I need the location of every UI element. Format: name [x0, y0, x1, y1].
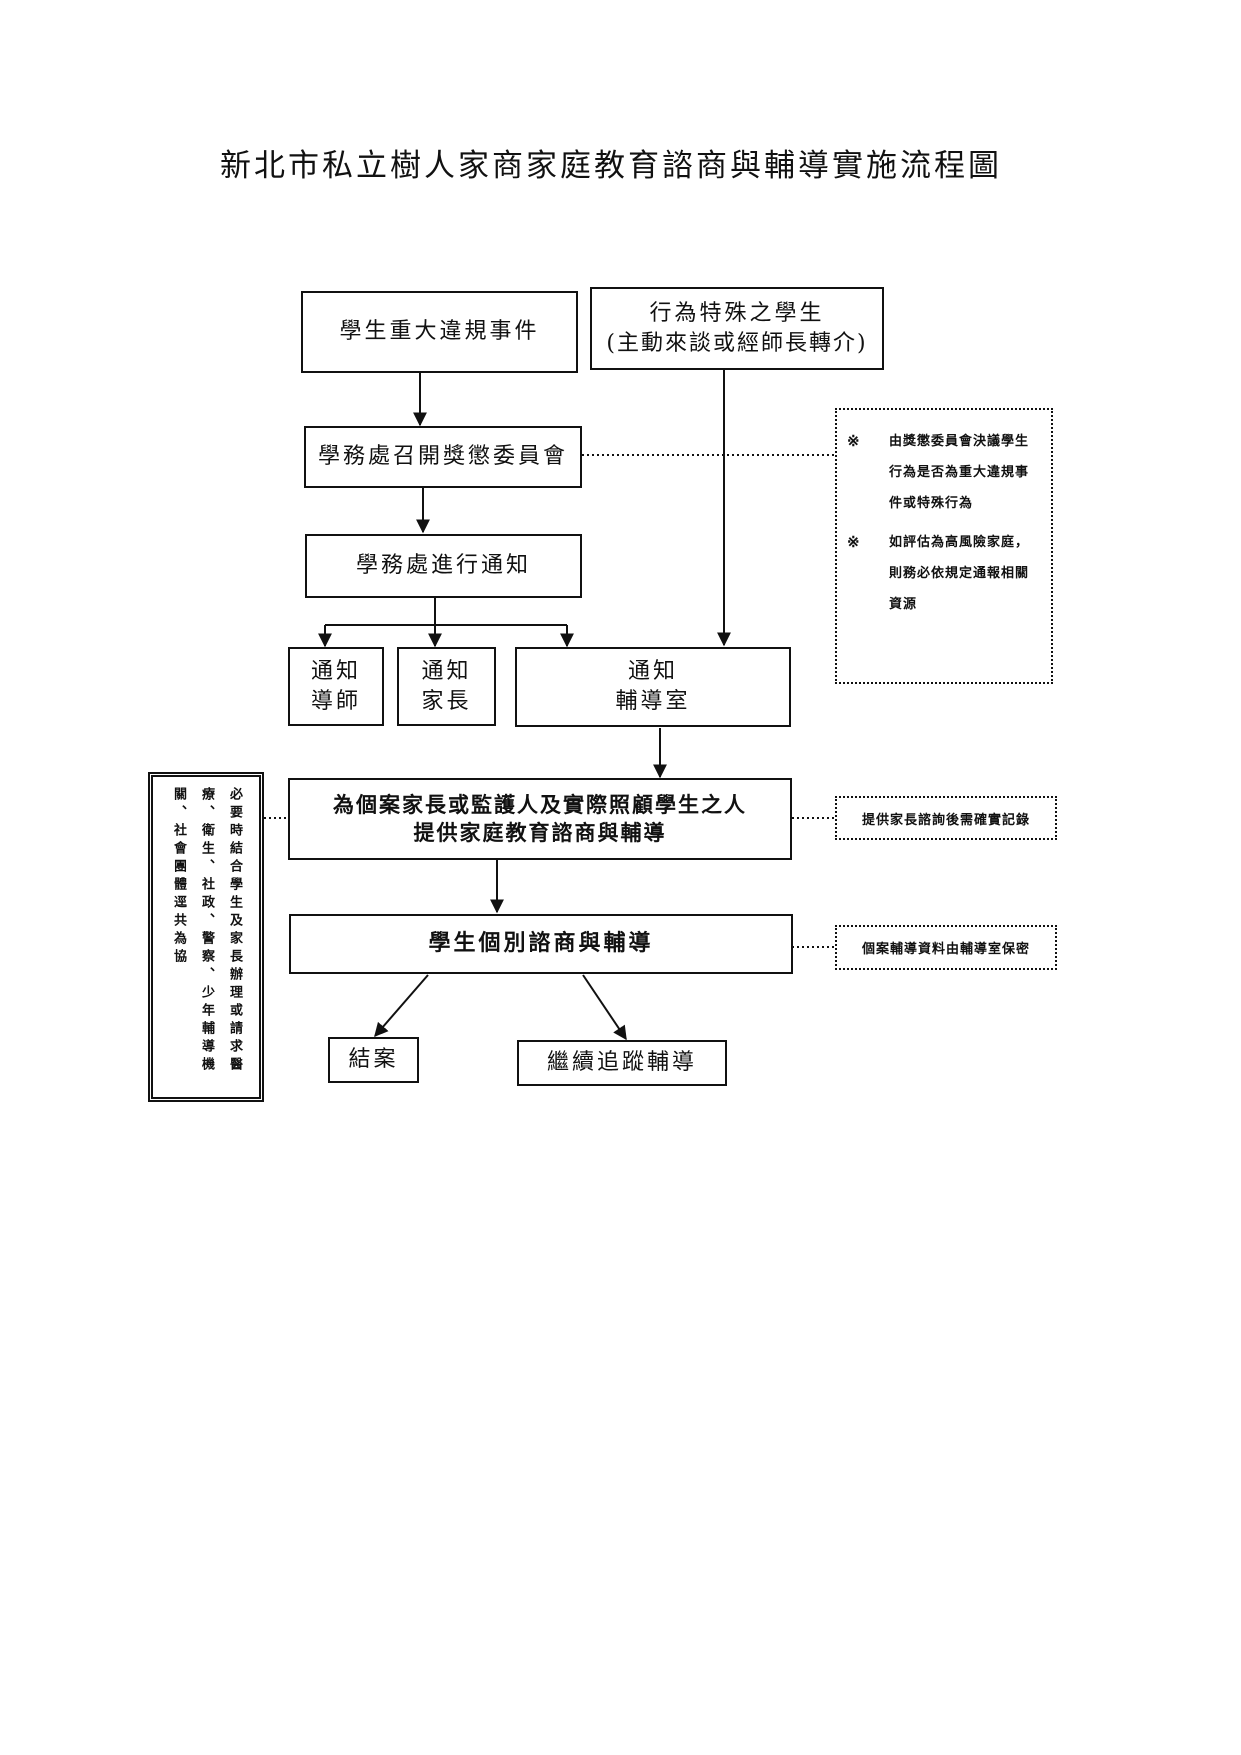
- followup-label: 繼續追蹤輔導: [546, 1050, 697, 1076]
- close-case-box: 結案: [328, 1037, 419, 1083]
- notify-box: 學務處進行通知: [305, 534, 582, 598]
- committee-note-item-2: 如評估為高風險家庭，則務必依規定通報相關資源: [889, 535, 1030, 612]
- notify-counsel-box: 通知 輔導室: [515, 647, 791, 727]
- notify-parent-label-1: 通知: [421, 658, 472, 684]
- reference-mark-icon: ※: [847, 533, 861, 551]
- notify-parent-label-2: 家長: [421, 688, 472, 714]
- individual-note-label: 個案輔導資料由輔導室保密: [861, 942, 1030, 957]
- close-case-label: 結案: [348, 1047, 399, 1073]
- followup-box: 繼續追蹤輔導: [517, 1040, 727, 1086]
- special-student-sub-label: (主動來談或經師長轉介): [606, 330, 868, 356]
- notify-parent-box: 通知 家長: [397, 647, 496, 726]
- individual-note: 個案輔導資料由輔導室保密: [835, 925, 1057, 970]
- family-counseling-label-2: 提供家庭教育諮商與輔導: [413, 820, 667, 845]
- page-title: 新北市私立樹人家商家庭教育諮商與輔導實施流程圖: [220, 148, 1002, 184]
- notify-teacher-box: 通知 導師: [288, 647, 384, 726]
- special-student-box: 行為特殊之學生 (主動來談或經師長轉介): [590, 287, 884, 370]
- individual-counseling-label: 學生個別諮商與輔導: [428, 930, 654, 957]
- arrow-individual-followup: [582, 974, 627, 1041]
- committee-box: 學務處召開獎懲委員會: [304, 426, 582, 488]
- notify-counsel-label-2: 輔導室: [615, 689, 691, 714]
- individual-counseling-box: 學生個別諮商與輔導: [289, 914, 793, 974]
- notify-teacher-label-1: 通知: [310, 658, 361, 684]
- committee-note-item-1: 由獎懲委員會決議學生行為是否為重大違規事件或特殊行為: [889, 434, 1030, 511]
- committee-label: 學務處召開獎懲委員會: [317, 444, 568, 470]
- reference-mark-icon: ※: [847, 432, 861, 450]
- family-counseling-box: 為個案家長或監護人及實際照顧學生之人 提供家庭教育諮商與輔導: [288, 778, 792, 860]
- special-student-label: 行為特殊之學生: [649, 300, 825, 326]
- violation-box: 學生重大違規事件: [301, 291, 578, 373]
- violation-label: 學生重大違規事件: [339, 319, 540, 345]
- notify-label: 學務處進行通知: [355, 553, 531, 579]
- notify-teacher-label-2: 導師: [310, 688, 361, 714]
- side-resource-note: 必要時結合學生及家長辦理或請求醫療、衛生、社政、警察、少年輔導機關、社會團體逕共…: [148, 772, 264, 1102]
- committee-note: ※ 由獎懲委員會決議學生行為是否為重大違規事件或特殊行為 ※ 如評估為高風險家庭…: [835, 408, 1053, 684]
- family-note: 提供家長諮詢後需確實記錄: [835, 796, 1057, 840]
- side-resource-note-label: 必要時結合學生及家長辦理或請求醫療、衛生、社政、警察、少年輔導機關、社會團體逕共…: [171, 787, 242, 1075]
- notify-counsel-label-1: 通知: [627, 659, 678, 685]
- arrow-individual-close: [374, 974, 429, 1038]
- family-counseling-label-1: 為個案家長或監護人及實際照顧學生之人: [333, 791, 747, 817]
- family-note-label: 提供家長諮詢後需確實記錄: [861, 812, 1030, 828]
